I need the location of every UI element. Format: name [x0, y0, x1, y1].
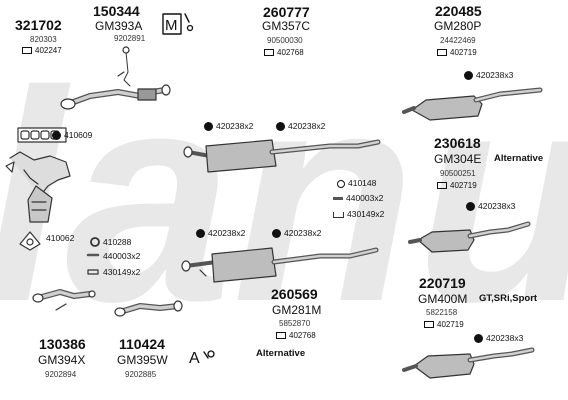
fitting-410148: 410148 — [337, 179, 376, 188]
part-code-260569: 260569 — [271, 286, 318, 302]
rear-silencer-220719-drawing — [402, 347, 535, 379]
part-gm-260777: GM357C — [262, 19, 311, 33]
fitting-420238-mid-1: 420238x2 — [204, 121, 254, 132]
rubber-mount-icon — [466, 202, 475, 212]
catalytic-converter-drawing — [5, 151, 71, 223]
fitting-410288-label: 410288 — [103, 237, 132, 247]
fitting-420238-rear-1: 420238x3 — [464, 70, 514, 81]
middle-silencer-260777-drawing — [183, 139, 381, 173]
fitting-420238-low-1: 420238x2 — [196, 228, 246, 239]
fitting-430149-right: 430149x2 — [333, 210, 384, 219]
part-ref-260569: 5852870 — [279, 319, 311, 328]
rear-silencer-230618-drawing — [408, 221, 531, 253]
front-pipe-150344-drawing — [60, 46, 171, 110]
part-ref-110424: 9202885 — [125, 370, 157, 379]
a-badge-text: A — [189, 350, 200, 367]
m-badge-icon: M — [162, 13, 194, 35]
fitting-410609-label: 410609 — [64, 130, 93, 140]
clamp-icon — [333, 211, 344, 218]
part-gm-220719: GM400M — [418, 292, 468, 306]
part-code-321702: 321702 — [15, 17, 62, 33]
part-ref2-260569: 402768 — [276, 332, 316, 340]
part-ref-220719: 5822158 — [426, 308, 458, 317]
pipe-130386-drawing — [32, 289, 96, 311]
part-code-220719: 220719 — [419, 275, 466, 291]
fitting-420238-mid-2: 420238x2 — [276, 121, 326, 132]
middle-silencer-260569-drawing — [181, 247, 379, 283]
fitting-440003-left-label: 440003x2 — [103, 251, 141, 261]
fitting-440003-right-label: 440003x2 — [346, 193, 384, 203]
part-ref-220485: 24422469 — [440, 36, 476, 45]
part-gm-260569: GM281M — [272, 303, 322, 317]
part-note-230618: Alternative — [494, 153, 544, 164]
part-code-230618: 230618 — [434, 135, 481, 151]
fitting-420238-mid-1-label: 420238x2 — [216, 121, 254, 131]
fitting-440003-right: 440003x2 — [333, 194, 383, 203]
part-code-260777: 260777 — [263, 4, 310, 20]
part-gm-150344: GM393A — [95, 19, 143, 33]
fitting-430149-left-label: 430149x2 — [103, 267, 141, 277]
rubber-mount-icon — [276, 122, 285, 132]
fitting-420238-low-2-label: 420238x2 — [284, 228, 322, 238]
fitting-410148-label: 410148 — [348, 178, 377, 188]
part-ref-230618: 90500251 — [440, 169, 476, 178]
part-note-260569: Alternative — [256, 348, 306, 359]
part-ref2-220485: 402719 — [437, 49, 477, 57]
part-ref2-220719: 402719 — [424, 321, 464, 329]
fitting-420238-rear-3: 420238x3 — [474, 333, 524, 344]
fittings-left-cluster-drawing — [86, 237, 100, 275]
m-badge-text: M — [165, 17, 178, 34]
mount-icon — [52, 131, 61, 141]
watermark-text: lanu — [0, 28, 568, 364]
part-ref2-321702: 402247 — [22, 47, 62, 55]
part-ref-130386: 9202894 — [45, 370, 77, 379]
fitting-420238-low-2: 420238x2 — [272, 228, 322, 239]
part-note-220719: GT,SRi,Sport — [479, 293, 538, 304]
rubber-mount-icon — [474, 334, 483, 344]
rubber-mount-icon — [196, 229, 205, 239]
fitting-410062-label: 410062 — [46, 233, 75, 243]
part-code-130386: 130386 — [39, 336, 86, 352]
fitting-410062: 410062 — [46, 234, 74, 243]
bolt-icon — [333, 197, 343, 201]
rubber-mount-icon — [464, 71, 473, 81]
part-gm-230618: GM304E — [434, 152, 482, 166]
part-gm-130386: GM394X — [38, 353, 86, 367]
part-code-220485: 220485 — [435, 3, 482, 19]
part-code-110424: 110424 — [119, 336, 165, 352]
ring-icon — [337, 179, 345, 188]
rubber-mount-icon — [204, 122, 213, 132]
rear-silencer-220485-drawing — [402, 87, 543, 121]
fitting-430149-left: 430149x2 — [103, 268, 140, 277]
a-badge-icon: A — [189, 350, 215, 367]
part-code-150344: 150344 — [93, 3, 140, 19]
fitting-420238-rear-1-label: 420238x3 — [476, 70, 514, 80]
pipe-110424-drawing — [114, 300, 183, 317]
gasket-410062-drawing — [19, 231, 41, 251]
fitting-420238-rear-2: 420238x3 — [466, 201, 516, 212]
rubber-mount-icon — [272, 229, 281, 239]
fitting-420238-low-1-label: 420238x2 — [208, 228, 246, 238]
part-ref-260777: 90500030 — [267, 36, 303, 45]
fitting-420238-rear-2-label: 420238x3 — [478, 201, 516, 211]
part-gm-220485: GM280P — [434, 19, 482, 33]
part-ref-321702: 820303 — [30, 35, 57, 44]
part-ref-150344: 9202891 — [114, 34, 146, 43]
fitting-440003-left: 440003x2 — [103, 252, 140, 261]
part-gm-110424: GM395W — [117, 353, 168, 367]
part-ref2-230618: 402719 — [437, 182, 477, 190]
fitting-410288: 410288 — [103, 238, 131, 247]
fitting-420238-mid-2-label: 420238x2 — [288, 121, 326, 131]
fitting-410609: 410609 — [52, 130, 93, 141]
fitting-420238-rear-3-label: 420238x3 — [486, 333, 524, 343]
fitting-430149-right-label: 430149x2 — [347, 209, 385, 219]
part-ref2-260777: 402768 — [264, 49, 304, 57]
